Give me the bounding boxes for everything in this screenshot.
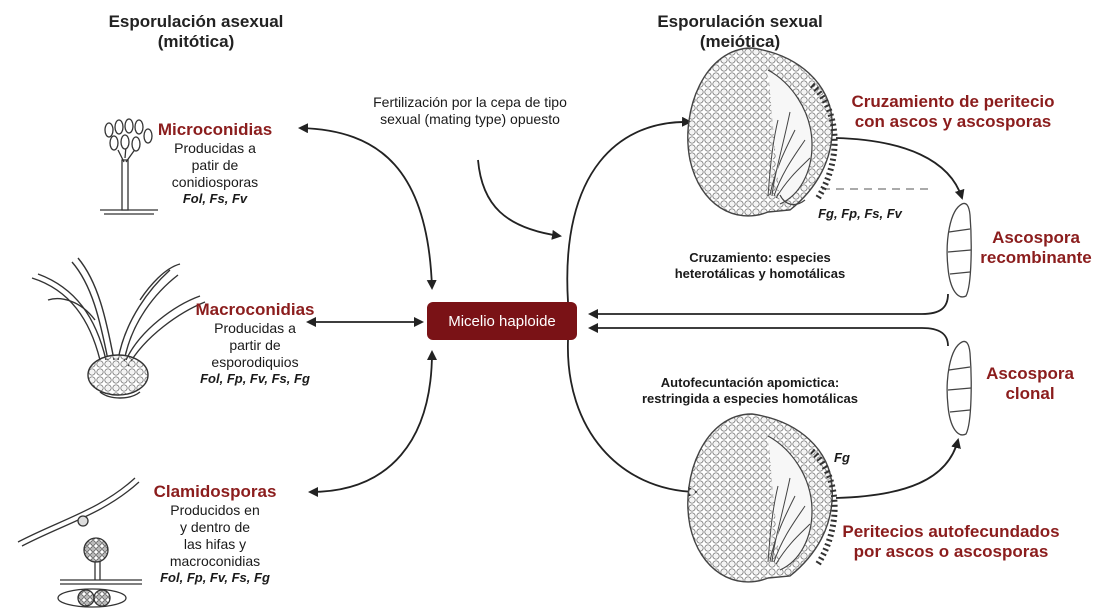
macroconidia-illustration bbox=[31, 257, 206, 399]
macroconidias-line3: esporodiquios bbox=[211, 353, 299, 370]
recombinant-ascospore-illustration bbox=[946, 202, 972, 298]
clamidosporas-block: Clamidosporas Producidos en y dentro de … bbox=[140, 482, 290, 585]
asexual-heading: Esporulación asexual (mitótica) bbox=[96, 12, 296, 53]
microconidias-species: Fol, Fs, Fv bbox=[182, 190, 248, 206]
arrow-recombinant-to-micelio bbox=[588, 293, 949, 319]
clamidosporas-line2: y dentro de bbox=[179, 519, 251, 536]
bottom-perithecium-title: Peritecios autofecundados por ascos o as… bbox=[816, 522, 1086, 563]
asexual-heading-line1: Esporulación asexual bbox=[108, 12, 284, 31]
arrow-micelio-to-bottom-perithecium bbox=[567, 339, 698, 497]
arrow-clami-to-micelio bbox=[308, 350, 437, 497]
chlamydospore-illustration bbox=[17, 477, 142, 608]
top-perithecium-species: Fg, Fp, Fs, Fv bbox=[818, 206, 902, 221]
auto-line2: restringida a especies homotálicas bbox=[641, 390, 859, 406]
clonal-line1: Ascospora bbox=[986, 364, 1074, 383]
auto-text: Autofecuntación apomictica: restringida … bbox=[600, 375, 900, 406]
sexual-heading-line2: (meiótica) bbox=[699, 32, 781, 52]
arrow-micelio-to-top-perithecium bbox=[566, 116, 692, 303]
macroconidias-line1: Producidas a bbox=[214, 320, 296, 337]
microconidia-illustration bbox=[100, 118, 158, 215]
fertilization-line2: sexual (mating type) opuesto bbox=[380, 110, 560, 127]
macroconidias-line2: partir de bbox=[229, 337, 281, 354]
cross-text: Cruzamiento: especies heterotálicas y ho… bbox=[640, 250, 880, 281]
top-title-line2: con ascos y ascosporas bbox=[854, 112, 1052, 132]
fertilization-text: Fertilización por la cepa de tipo sexual… bbox=[340, 94, 600, 128]
microconidias-title: Microconidias bbox=[157, 120, 273, 139]
arrow-clonal-to-micelio bbox=[588, 323, 949, 347]
microconidias-line3: conidiosporas bbox=[171, 173, 259, 190]
bottom-perithecium-illustration bbox=[687, 413, 838, 583]
macroconidias-block: Macroconidias Producidas a partir de esp… bbox=[180, 300, 330, 386]
arrow-fertilization bbox=[477, 159, 562, 240]
micelio-label: Micelio haploide bbox=[448, 312, 556, 330]
clamidosporas-title: Clamidosporas bbox=[153, 482, 277, 501]
microconidias-line1: Producidas a bbox=[174, 140, 256, 157]
asexual-heading-line2: (mitótica) bbox=[157, 32, 235, 52]
microconidias-block: Microconidias Producidas a patir de coni… bbox=[140, 120, 290, 206]
bottom-title-line2: por ascos o ascosporas bbox=[853, 542, 1049, 562]
clamidosporas-line3: las hifas y bbox=[183, 535, 247, 552]
clamidosporas-line1: Producidos en bbox=[170, 502, 260, 519]
clonal-label: Ascospora clonal bbox=[980, 364, 1080, 405]
cross-line1: Cruzamiento: especies bbox=[689, 250, 831, 265]
sexual-heading-line1: Esporulación sexual bbox=[657, 12, 823, 31]
top-perithecium-title: Cruzamiento de peritecio con ascos y asc… bbox=[818, 92, 1088, 133]
clamidosporas-line4: macroconidias bbox=[169, 552, 261, 569]
bottom-title-line1: Peritecios autofecundados bbox=[842, 522, 1060, 541]
arrow-micro-to-micelio bbox=[298, 123, 437, 290]
fertilization-line1: Fertilización por la cepa de tipo bbox=[373, 94, 567, 110]
cross-line2: heterotálicas y homotálicas bbox=[674, 265, 846, 281]
recombinant-line1: Ascospora bbox=[992, 228, 1080, 247]
bottom-perithecium-species: Fg bbox=[834, 450, 850, 465]
clonal-line2: clonal bbox=[1005, 384, 1055, 404]
macroconidias-species: Fol, Fp, Fv, Fs, Fg bbox=[200, 370, 310, 386]
recombinant-line2: recombinante bbox=[980, 248, 1092, 268]
clonal-ascospore-illustration bbox=[946, 340, 972, 436]
microconidias-line2: patir de bbox=[191, 157, 239, 174]
sexual-heading: Esporulación sexual (meiótica) bbox=[640, 12, 840, 53]
micelio-haploide-box: Micelio haploide bbox=[427, 302, 577, 340]
auto-line1: Autofecuntación apomictica: bbox=[660, 375, 840, 390]
macroconidias-title: Macroconidias bbox=[195, 300, 315, 319]
top-perithecium-illustration bbox=[687, 47, 838, 217]
top-title-line1: Cruzamiento de peritecio bbox=[851, 92, 1055, 111]
clamidosporas-species: Fol, Fp, Fv, Fs, Fg bbox=[160, 569, 270, 585]
arrow-top-to-recombinant bbox=[835, 137, 965, 200]
recombinant-label: Ascospora recombinante bbox=[976, 228, 1096, 269]
arrow-bottom-to-clonal bbox=[835, 438, 961, 499]
